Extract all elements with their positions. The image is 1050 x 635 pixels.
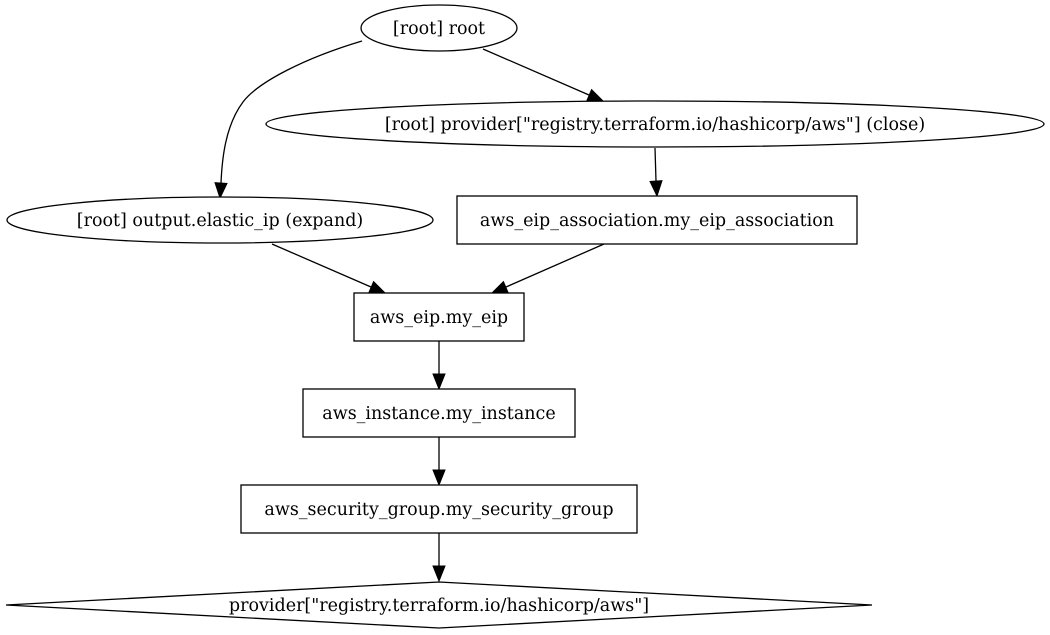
node-provider: provider["registry.terraform.io/hashicor… bbox=[5, 581, 873, 629]
edge-instance-to-security_group bbox=[432, 437, 446, 487]
edge-eip_association-to-eip bbox=[490, 243, 605, 294]
node-label: [root] provider["registry.terraform.io/h… bbox=[385, 115, 925, 135]
node-shape bbox=[6, 196, 434, 244]
edge-root-to-provider_close bbox=[482, 48, 605, 102]
node-output-elastic-ip: [root] output.elastic_ip (expand) bbox=[6, 196, 434, 244]
node-label: aws_instance.my_instance bbox=[322, 404, 555, 424]
node-shape bbox=[240, 484, 638, 534]
node-security-group: aws_security_group.my_security_group bbox=[240, 484, 638, 534]
edge-line bbox=[505, 243, 605, 288]
node-label: aws_security_group.my_security_group bbox=[264, 500, 613, 520]
nodes-layer: [root] root [root] provider["registry.ter… bbox=[5, 4, 1045, 629]
node-label: aws_eip_association.my_eip_association bbox=[480, 211, 834, 231]
edge-line bbox=[271, 243, 372, 288]
arrowhead-icon bbox=[432, 565, 446, 583]
arrowhead-icon bbox=[649, 180, 663, 198]
arrowhead-icon bbox=[586, 88, 605, 102]
edge-provider_close-to-eip_association bbox=[649, 147, 663, 198]
node-shape bbox=[5, 581, 873, 629]
edge-line bbox=[482, 48, 590, 96]
node-shape bbox=[302, 388, 576, 438]
edges-layer bbox=[214, 40, 663, 583]
edge-line bbox=[654, 147, 657, 182]
arrowhead-icon bbox=[432, 373, 446, 391]
node-label: provider["registry.terraform.io/hashicor… bbox=[229, 596, 649, 616]
edge-output_elastic_ip-to-eip bbox=[271, 243, 387, 294]
node-instance: aws_instance.my_instance bbox=[302, 388, 576, 438]
edge-security_group-to-provider bbox=[432, 533, 446, 583]
edge-eip-to-instance bbox=[432, 341, 446, 391]
node-shape bbox=[265, 100, 1045, 148]
node-label: [root] root bbox=[393, 19, 485, 39]
edge-root-to-output_elastic_ip bbox=[214, 40, 363, 200]
node-shape bbox=[360, 4, 518, 52]
node-eip-association: aws_eip_association.my_eip_association bbox=[456, 195, 858, 245]
arrowhead-icon bbox=[490, 280, 509, 294]
node-label: [root] output.elastic_ip (expand) bbox=[77, 211, 364, 231]
node-provider-close: [root] provider["registry.terraform.io/h… bbox=[265, 100, 1045, 148]
arrowhead-icon bbox=[214, 182, 228, 200]
arrowhead-icon bbox=[432, 469, 446, 487]
node-label: aws_eip.my_eip bbox=[370, 308, 508, 328]
node-root: [root] root bbox=[360, 4, 518, 52]
node-shape bbox=[456, 195, 858, 245]
node-shape bbox=[353, 292, 525, 342]
arrowhead-icon bbox=[368, 280, 387, 294]
node-eip: aws_eip.my_eip bbox=[353, 292, 525, 342]
edge-line bbox=[220, 40, 363, 184]
